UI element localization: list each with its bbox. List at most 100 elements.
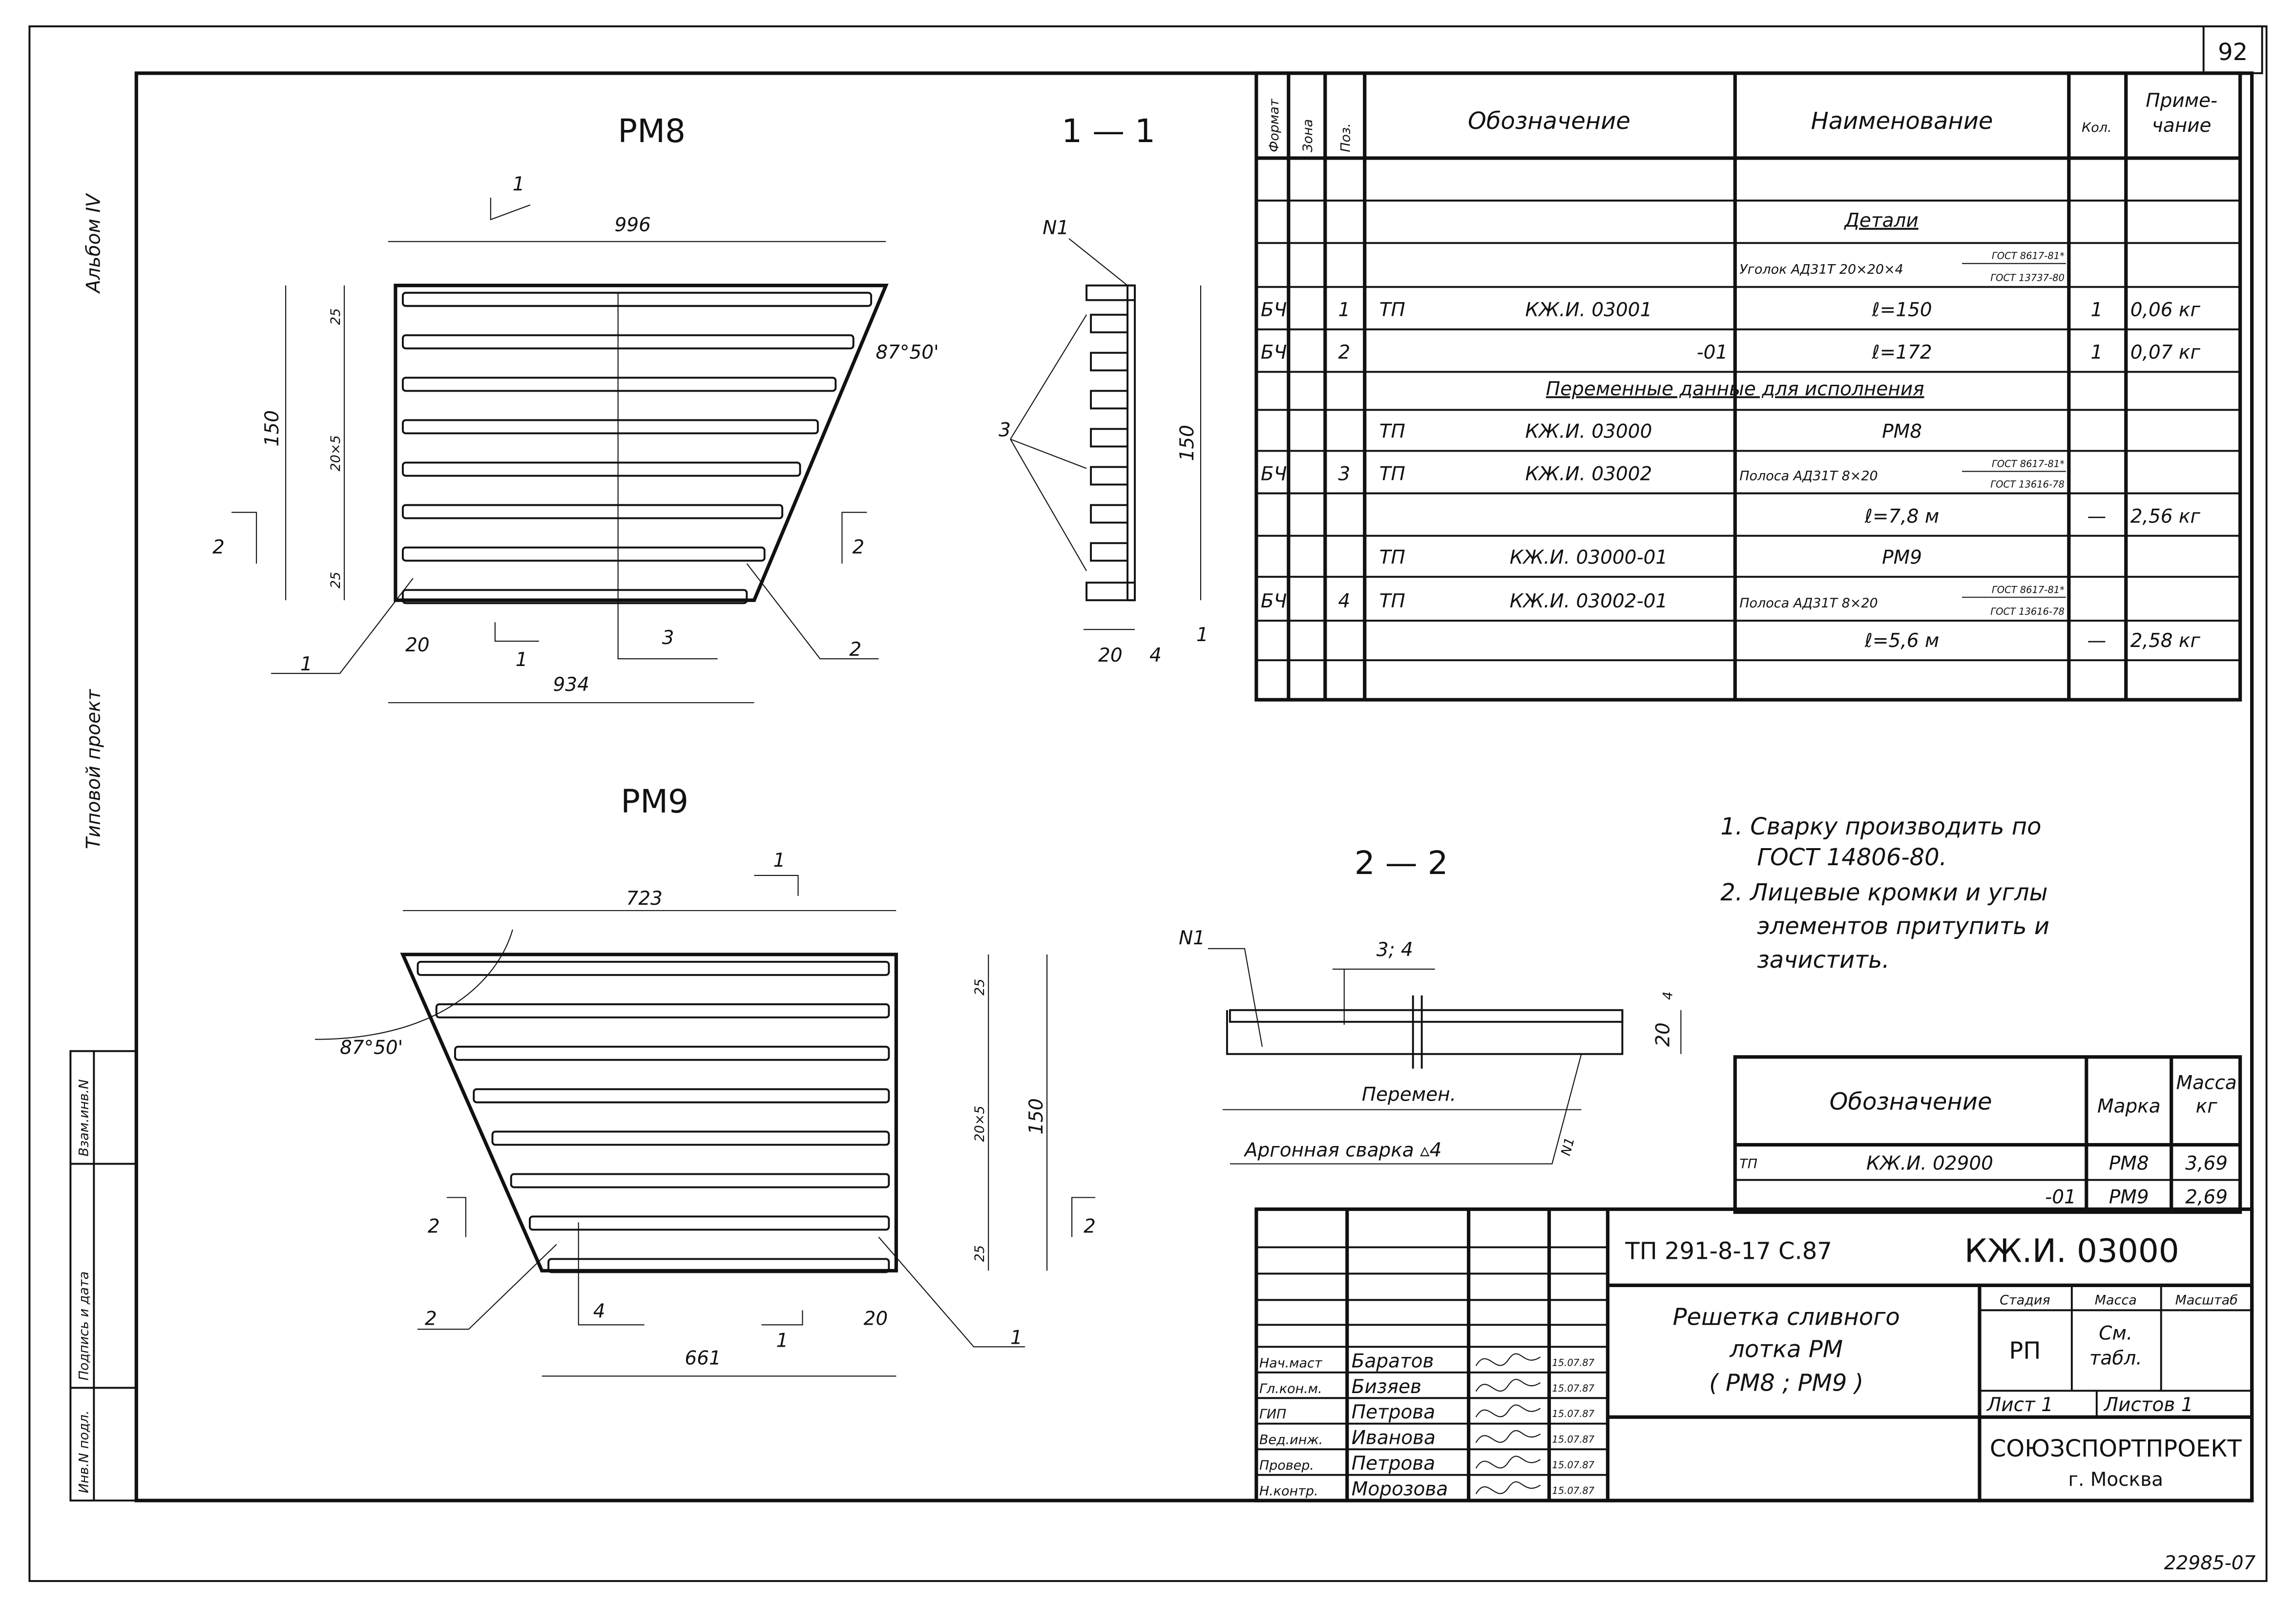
spec-cell-name: ℓ=172 bbox=[1871, 342, 1932, 364]
grating-bar bbox=[529, 1215, 890, 1231]
spec-cell-name: ℓ=150 bbox=[1871, 299, 1932, 321]
spec-cell-prefix: ТП bbox=[1379, 463, 1405, 485]
spec-cell-name: РМ9 bbox=[1882, 546, 1922, 568]
svg-text:РП: РП bbox=[2009, 1337, 2041, 1364]
spec-cell-prefix: ТП bbox=[1379, 546, 1405, 568]
svg-text:20×5: 20×5 bbox=[972, 1105, 987, 1142]
svg-text:Масса: Масса bbox=[2176, 1072, 2237, 1094]
svg-text:Формат: Формат bbox=[1267, 98, 1282, 152]
sign-date: 15.07.87 bbox=[1552, 1408, 1594, 1419]
grating-bar bbox=[510, 1173, 890, 1188]
grating-bar bbox=[401, 461, 801, 477]
svg-text:Аргонная сварка ▵4: Аргонная сварка ▵4 bbox=[1243, 1140, 1442, 1162]
spec-cell-code: КЖ.И. 03002 bbox=[1525, 463, 1652, 485]
gost-top: ГОСТ 8617-81* bbox=[1992, 458, 2065, 469]
svg-text:25: 25 bbox=[972, 978, 987, 995]
svg-text:Взам.инв.N: Взам.инв.N bbox=[76, 1079, 91, 1156]
svg-text:элементов притупить и: элементов притупить и bbox=[1757, 913, 2049, 940]
gost-bottom: ГОСТ 13616-78 bbox=[1990, 479, 2065, 490]
bar-section bbox=[1090, 428, 1128, 448]
svg-text:зачистить.: зачистить. bbox=[1757, 946, 1889, 974]
svg-text:3,69: 3,69 bbox=[2185, 1153, 2228, 1175]
spec-cell-qty: — bbox=[2087, 505, 2106, 527]
svg-text:150: 150 bbox=[1025, 1098, 1047, 1134]
svg-text:150: 150 bbox=[261, 410, 283, 446]
svg-text:2: 2 bbox=[849, 639, 861, 661]
grating-bar bbox=[401, 504, 784, 520]
signer-role: Вед.инж. bbox=[1259, 1433, 1323, 1448]
svg-text:2,69: 2,69 bbox=[2185, 1186, 2228, 1208]
svg-text:1: 1 bbox=[300, 653, 313, 675]
svg-text:чание: чание bbox=[2152, 115, 2212, 137]
svg-text:РМ9: РМ9 bbox=[2109, 1186, 2149, 1208]
signer-name: Иванова bbox=[1352, 1427, 1436, 1449]
spec-cell-prefix: ТП bbox=[1379, 299, 1405, 321]
svg-text:КЖ.И. 02900: КЖ.И. 02900 bbox=[1866, 1153, 1993, 1175]
svg-text:N1: N1 bbox=[1043, 217, 1069, 239]
specification-table: Формат Зона Поз. Обозначение Наименовани… bbox=[1254, 71, 2242, 702]
spec-cell-qty: 1 bbox=[2090, 299, 2103, 321]
sign-date: 15.07.87 bbox=[1552, 1383, 1594, 1394]
spec-cell-qty: — bbox=[2087, 630, 2106, 652]
spec-cell-prefix: ТП bbox=[1379, 420, 1405, 442]
spec-row: ℓ=7,8 м — 2,56 кг bbox=[1864, 505, 2201, 527]
grating-bar bbox=[473, 1088, 890, 1103]
svg-text:20: 20 bbox=[405, 634, 430, 656]
grating-bar bbox=[401, 589, 748, 604]
svg-text:Подпись и дата: Подпись и дата bbox=[76, 1271, 91, 1380]
signer-row: Гл.кон.м. Бизяев 15.07.87 bbox=[1259, 1376, 1595, 1398]
bar-section bbox=[1090, 390, 1128, 410]
spec-cell-format: БЧ bbox=[1261, 299, 1287, 321]
svg-text:РМ8: РМ8 bbox=[618, 112, 686, 150]
svg-text:РМ9: РМ9 bbox=[621, 783, 689, 820]
svg-text:25: 25 bbox=[972, 1245, 987, 1262]
spec-cell-code: -01 bbox=[1697, 342, 1728, 364]
signer-name: Петрова bbox=[1352, 1401, 1435, 1423]
signer-role: Гл.кон.м. bbox=[1259, 1381, 1322, 1396]
svg-text:Поз.: Поз. bbox=[1338, 123, 1354, 152]
title-block: ТП 291-8-17 С.87 КЖ.И. 03000 Решетка сли… bbox=[1254, 1207, 2254, 1502]
svg-text:2: 2 bbox=[425, 1308, 437, 1330]
sign-date: 15.07.87 bbox=[1552, 1434, 1594, 1445]
spec-cell-pos: 1 bbox=[1338, 299, 1350, 321]
grating-bar bbox=[417, 960, 890, 976]
spec-cell-name: ℓ=7,8 м bbox=[1864, 505, 1940, 527]
svg-text:20: 20 bbox=[864, 1308, 888, 1330]
sign-date: 15.07.87 bbox=[1552, 1485, 1594, 1497]
svg-text:25: 25 bbox=[328, 308, 343, 325]
svg-text:1. Сварку производить по: 1. Сварку производить по bbox=[1720, 813, 2041, 840]
bar-section bbox=[1090, 352, 1128, 372]
bar-section bbox=[1090, 542, 1128, 562]
svg-text:723: 723 bbox=[626, 888, 662, 910]
svg-text:25: 25 bbox=[328, 572, 343, 588]
svg-text:( РМ8 ; РМ9 ): ( РМ8 ; РМ9 ) bbox=[1709, 1369, 1863, 1396]
signature bbox=[1475, 1481, 1541, 1495]
rm8-plan-drawing: РМ8 996 934 20 150 25 20×5 25 87°50' 1 1… bbox=[212, 112, 939, 704]
outer-frame bbox=[28, 25, 2268, 1582]
spec-cell-pos: 2 bbox=[1338, 342, 1350, 364]
svg-text:1: 1 bbox=[776, 1330, 788, 1352]
signature bbox=[1475, 1404, 1541, 1417]
spec-cell-qty: 1 bbox=[2090, 342, 2103, 364]
spec-cell-code: КЖ.И. 03000-01 bbox=[1510, 546, 1668, 568]
svg-text:1: 1 bbox=[513, 173, 525, 195]
spec-cell-name: РМ8 bbox=[1882, 420, 1922, 442]
spec-cell-note: 0,07 кг bbox=[2130, 342, 2201, 364]
spec-cell-note: 2,56 кг bbox=[2130, 505, 2201, 527]
svg-text:87°50': 87°50' bbox=[340, 1037, 403, 1059]
svg-text:Марка: Марка bbox=[2097, 1096, 2161, 1118]
spec-cell-code: КЖ.И. 03002-01 bbox=[1510, 590, 1668, 612]
svg-text:2: 2 bbox=[212, 536, 225, 558]
spec-cell-name: Уголок АД31Т 20×20×4 bbox=[1739, 262, 1903, 277]
grating-bar bbox=[454, 1045, 890, 1061]
svg-text:РМ8: РМ8 bbox=[2109, 1153, 2149, 1175]
signer-role: Провер. bbox=[1259, 1458, 1314, 1473]
signer-name: Бизяев bbox=[1352, 1376, 1421, 1398]
page-number: 92 bbox=[2218, 39, 2248, 66]
svg-text:ГОСТ 14806-80.: ГОСТ 14806-80. bbox=[1757, 844, 1947, 871]
